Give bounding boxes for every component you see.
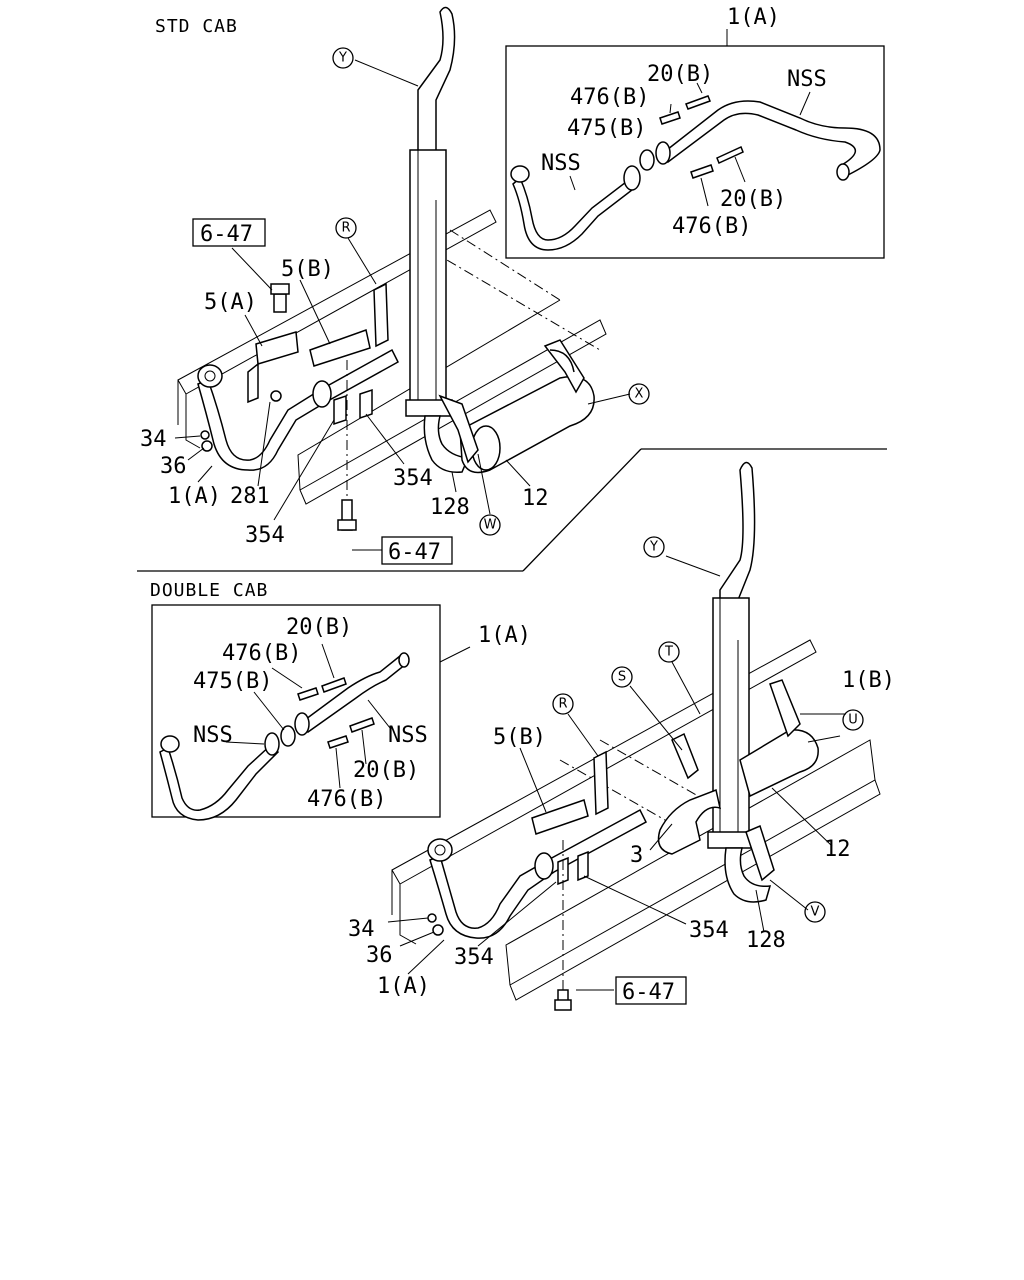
std-callout-x: X [628,383,650,405]
dbl-callout-v: V [804,901,826,923]
dbl-label-354-right: 354 [689,918,729,943]
double-cab-title: DOUBLE CAB [150,580,268,601]
svg-text:T: T [664,645,673,660]
std-inset-476b-top: 476(B) [570,85,649,110]
std-inset-box: 1(A) [505,5,885,259]
dbl-brackets [427,750,609,1011]
std-label-36: 36 [160,454,187,479]
svg-text:Y: Y [338,51,347,66]
dbl-label-1b: 1(B) [842,668,895,693]
std-label-5a: 5(A) [204,290,257,315]
section-divider [137,448,887,572]
svg-text:V: V [811,905,820,920]
dbl-label-1a: 1(A) [377,974,430,999]
std-inset-20b-bottom: 20(B) [720,187,786,212]
dbl-callout-r: R [552,693,574,715]
svg-text:6-47: 6-47 [622,980,675,1005]
dbl-leader-lines [387,555,846,991]
std-label-128: 128 [430,495,470,520]
svg-text:R: R [341,221,350,236]
dbl-label-5b: 5(B) [493,725,546,750]
dbl-inset-pipes [159,643,410,821]
std-label-12: 12 [522,486,549,511]
dbl-label-3: 3 [630,843,643,868]
std-label-354-right: 354 [393,466,433,491]
std-inset-476b-bottom: 476(B) [672,214,751,239]
std-inset-475b: 475(B) [567,116,646,141]
dbl-label-36: 36 [366,943,393,968]
dbl-inset-ref-label: 1(A) [478,623,531,648]
dbl-callout-t: T [658,641,680,663]
std-label-1a: 1(A) [168,484,221,509]
dbl-inset-20b-bottom: 20(B) [353,758,419,783]
std-inset-pipes [510,82,881,251]
dbl-inset-20b-top: 20(B) [286,615,352,640]
std-inset-nss-left: NSS [541,151,581,176]
dbl-inset-475b: 475(B) [193,669,272,694]
std-inset-20b-top: 20(B) [647,62,713,87]
std-muffler [438,339,595,474]
std-tailpipe [405,6,470,473]
svg-text:W: W [484,518,497,533]
dbl-label-12: 12 [824,837,851,862]
std-cab-title: STD CAB [155,16,238,37]
std-inset-ref-label: 1(A) [727,5,780,30]
dbl-front-pipe [427,808,647,939]
std-ref-box-top[interactable]: 6-47 [192,218,266,247]
dbl-callout-y: Y [643,536,665,558]
std-frame [177,209,607,505]
svg-text:S: S [618,670,626,685]
svg-text:X: X [635,387,644,402]
std-label-281: 281 [230,484,270,509]
dbl-callout-s: S [611,666,633,688]
dbl-callout-u: U [842,709,864,731]
std-label-354-left: 354 [245,523,285,548]
dbl-inset-nss-left: NSS [193,723,233,748]
dbl-tailpipe [707,461,772,903]
std-callout-y: Y [332,47,354,69]
std-ref-box-bottom[interactable]: 6-47 [381,536,453,565]
dbl-ref-box[interactable]: 6-47 [615,976,687,1005]
std-callout-r: R [335,217,357,239]
dbl-label-34: 34 [348,917,375,942]
std-label-34: 34 [140,427,167,452]
std-brackets [200,282,389,531]
std-inset-nss-right: NSS [787,67,827,92]
dbl-label-354-left: 354 [454,945,494,970]
std-label-5b: 5(B) [281,257,334,282]
dbl-inset-476b-top: 476(B) [222,641,301,666]
std-leader-lines [174,59,631,551]
dbl-muffler [657,679,819,882]
svg-text:R: R [558,697,567,712]
svg-text:U: U [848,713,858,728]
std-callout-w: W [479,514,501,536]
svg-text:6-47: 6-47 [388,540,441,565]
std-front-pipe [197,348,399,471]
dbl-inset-nss-right: NSS [388,723,428,748]
dbl-inset-476b-bottom: 476(B) [307,787,386,812]
dbl-label-128: 128 [746,928,786,953]
dbl-inset-box: 1(A) [151,604,531,818]
svg-text:Y: Y [649,540,658,555]
svg-text:6-47: 6-47 [200,222,253,247]
